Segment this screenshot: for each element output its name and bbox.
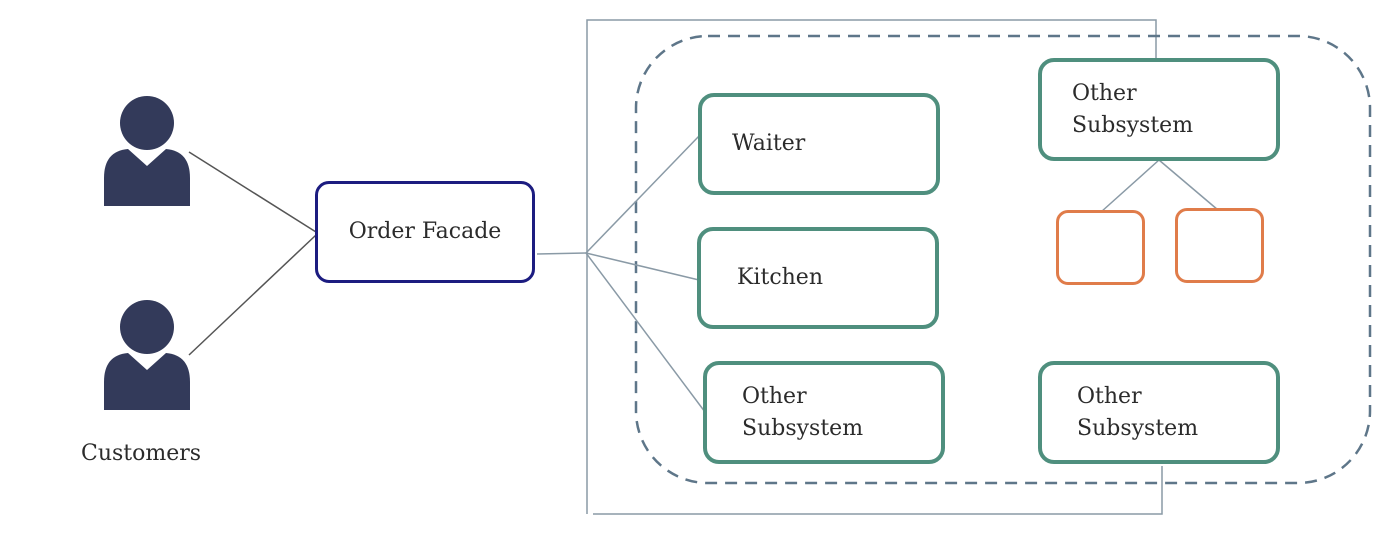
child-box-right (1175, 208, 1264, 283)
tree-left-connector (1100, 159, 1160, 213)
other-subsystem-bottom-right-line-1: Other (1077, 383, 1142, 409)
waiter-label: Waiter (732, 131, 806, 156)
facade-out-connector (536, 252, 587, 255)
person-icon (104, 96, 190, 206)
waiter-connector (585, 134, 701, 254)
outer-bracket-bottom (593, 466, 1163, 515)
other-subsystem-connector (585, 252, 706, 413)
order-facade-box: Order Facade (315, 181, 535, 283)
other-subsystem-top-right-label: Other Subsystem (1072, 78, 1193, 142)
kitchen-label: Kitchen (737, 265, 823, 290)
tree-right-connector (1158, 159, 1219, 211)
kitchen-box: Kitchen (697, 227, 939, 329)
other-subsystem-label: Other Subsystem (742, 381, 863, 445)
customer-2-connector (188, 234, 317, 356)
outer-bracket-top (586, 19, 1157, 514)
person-icon (104, 300, 190, 410)
waiter-box: Waiter (698, 93, 940, 195)
order-facade-label: Order Facade (348, 219, 502, 244)
customers-label: Customers (81, 441, 202, 466)
child-box-left (1056, 210, 1145, 285)
other-subsystem-bottom-right-label: Other Subsystem (1077, 381, 1198, 445)
customer-1-connector (188, 151, 317, 233)
other-subsystem-box: Other Subsystem (703, 361, 945, 464)
other-subsystem-line-2: Subsystem (742, 415, 864, 441)
other-subsystem-bottom-right-line-2: Subsystem (1077, 415, 1199, 441)
kitchen-connector (585, 252, 700, 281)
other-subsystem-bottom-right-box: Other Subsystem (1038, 361, 1280, 464)
other-subsystem-top-right-box: Other Subsystem (1038, 58, 1280, 161)
other-subsystem-top-right-line-2: Subsystem (1072, 112, 1194, 138)
other-subsystem-top-right-line-1: Other (1072, 80, 1137, 106)
other-subsystem-line-1: Other (742, 383, 807, 409)
